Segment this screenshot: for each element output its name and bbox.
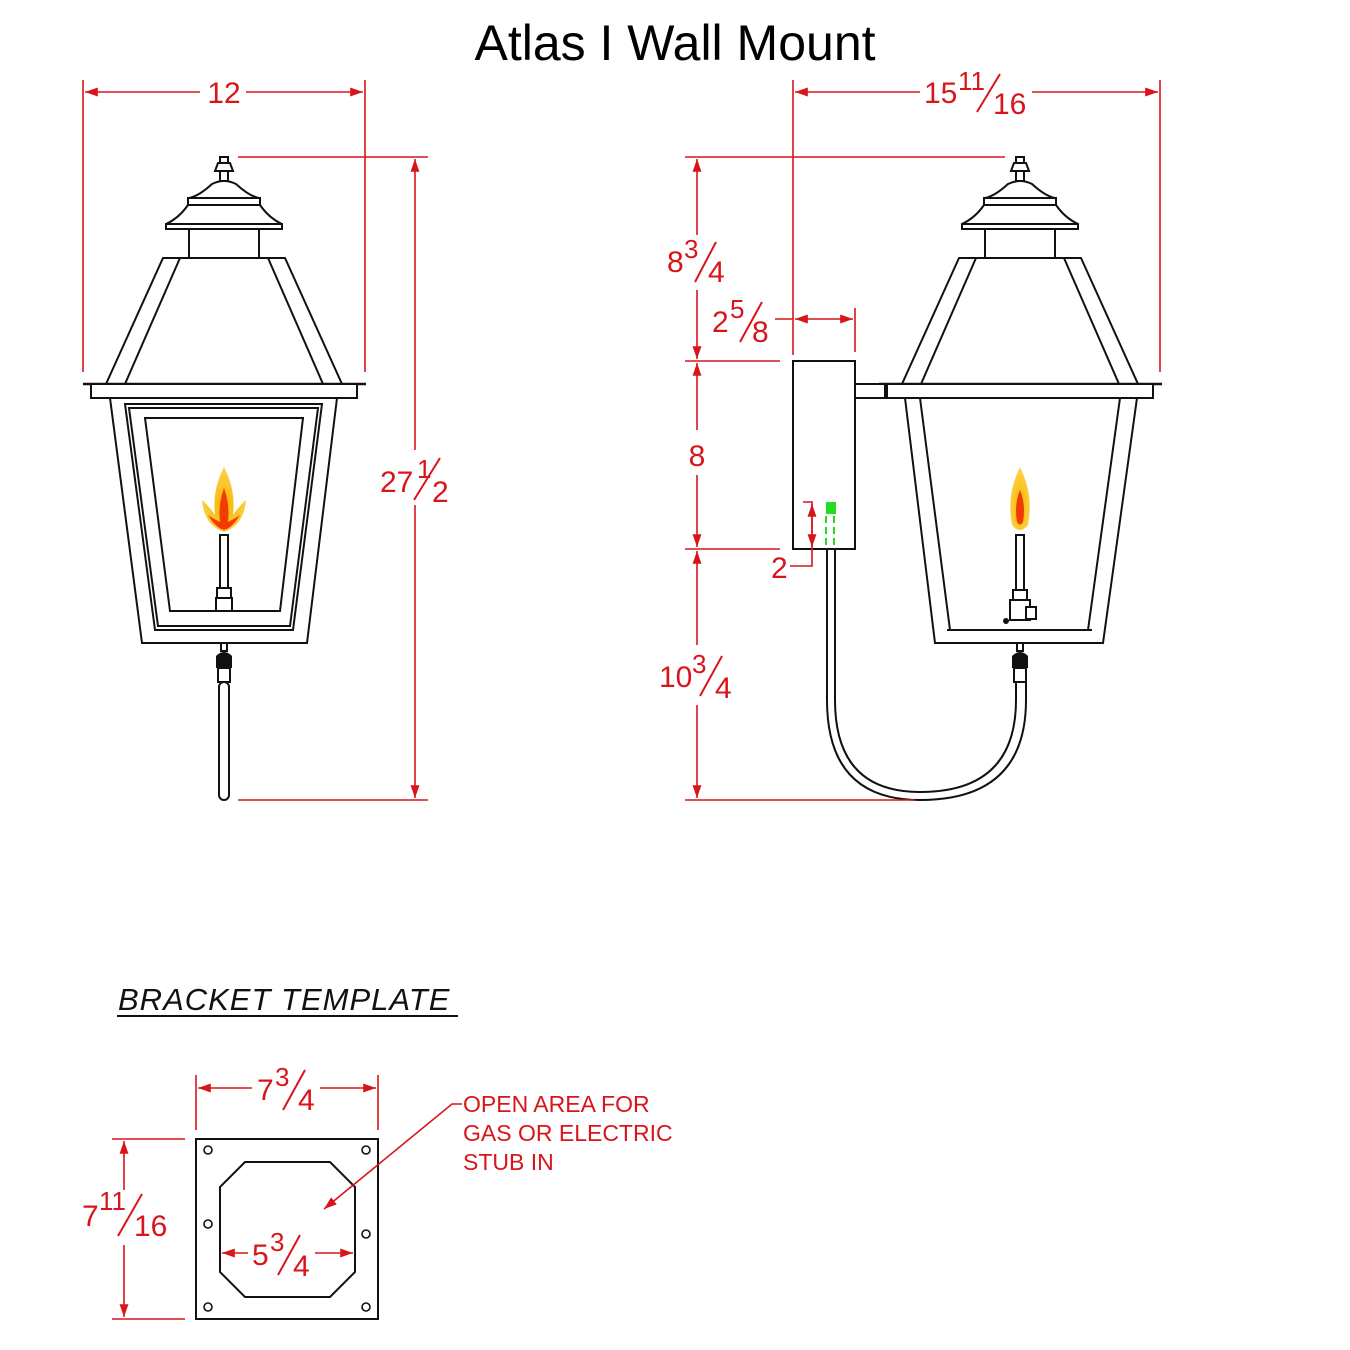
bracket-template: BRACKET TEMPLATE 7 3 4 7 11 16 bbox=[82, 982, 673, 1320]
svg-text:3: 3 bbox=[692, 649, 706, 679]
flame-icon bbox=[202, 467, 246, 532]
svg-text:5: 5 bbox=[252, 1239, 269, 1272]
svg-text:2: 2 bbox=[712, 306, 729, 339]
svg-text:4: 4 bbox=[293, 1250, 310, 1283]
svg-text:3: 3 bbox=[275, 1062, 289, 1092]
bracket-template-title: BRACKET TEMPLATE bbox=[118, 982, 450, 1017]
svg-text:2: 2 bbox=[432, 476, 449, 509]
svg-text:OPEN AREA FOR: OPEN AREA FOR bbox=[463, 1091, 650, 1117]
svg-text:16: 16 bbox=[134, 1210, 167, 1243]
template-width: 7 3 4 bbox=[257, 1062, 315, 1117]
svg-text:STUB IN: STUB IN bbox=[463, 1149, 554, 1175]
svg-text:11: 11 bbox=[99, 1186, 126, 1216]
svg-text:8: 8 bbox=[667, 246, 684, 279]
dimension-height: 27 1 2 bbox=[380, 454, 449, 509]
svg-text:11: 11 bbox=[958, 66, 985, 96]
svg-text:27: 27 bbox=[380, 466, 413, 499]
svg-text:7: 7 bbox=[257, 1074, 274, 1107]
open-area-note: OPEN AREA FOR GAS OR ELECTRIC STUB IN bbox=[463, 1091, 673, 1175]
front-dimensions: 12 27 1 2 bbox=[82, 77, 449, 801]
dimension-bracket-to-bottom: 10 3 4 bbox=[659, 649, 732, 705]
svg-text:8: 8 bbox=[752, 316, 769, 349]
svg-text:GAS OR ELECTRIC: GAS OR ELECTRIC bbox=[463, 1120, 673, 1146]
template-opening: 5 3 4 bbox=[252, 1227, 310, 1283]
dimension-top-to-bracket: 8 3 4 bbox=[667, 234, 725, 289]
front-view-lantern bbox=[81, 155, 368, 801]
svg-text:5: 5 bbox=[730, 294, 744, 324]
side-dimensions: 15 11 16 8 3 4 8 10 3 4 bbox=[659, 66, 1161, 801]
dimension-width: 12 bbox=[207, 77, 240, 110]
svg-text:3: 3 bbox=[270, 1227, 284, 1257]
dimension-depth: 15 11 16 bbox=[924, 66, 1026, 121]
flame-icon bbox=[1010, 467, 1030, 530]
svg-text:15: 15 bbox=[924, 77, 957, 110]
dimension-bracket-depth: 2 5 8 bbox=[712, 294, 769, 349]
svg-text:1: 1 bbox=[417, 454, 431, 484]
svg-text:4: 4 bbox=[708, 256, 725, 289]
dimension-bracket-height: 8 bbox=[689, 440, 706, 473]
dimension-stub-offset: 2 bbox=[771, 552, 788, 585]
side-view-lantern bbox=[792, 155, 1164, 802]
drawing-title: Atlas I Wall Mount bbox=[474, 15, 875, 71]
svg-text:10: 10 bbox=[659, 661, 692, 694]
svg-text:4: 4 bbox=[298, 1084, 315, 1117]
wall-bracket bbox=[792, 360, 856, 550]
svg-text:16: 16 bbox=[993, 88, 1026, 121]
svg-text:4: 4 bbox=[715, 672, 732, 705]
svg-text:3: 3 bbox=[684, 234, 698, 264]
template-height: 7 11 16 bbox=[82, 1186, 167, 1243]
stub-marker bbox=[825, 502, 836, 549]
svg-text:7: 7 bbox=[82, 1200, 99, 1233]
